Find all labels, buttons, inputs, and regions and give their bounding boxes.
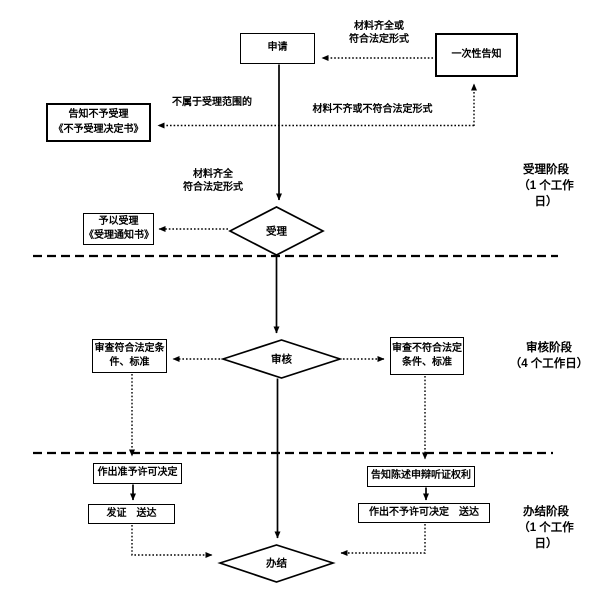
inform-rights-box: 告知陈述申辩听证权利 [367, 466, 475, 487]
accept-diamond-label: 受理 [266, 225, 287, 238]
complete-diamond [217, 544, 336, 583]
stage-label-review: 审核阶段 （4 个工作日） [509, 342, 589, 371]
label-materials-complete-top: 材料齐全或 符合法定形式 [349, 21, 409, 46]
review-diamond-label: 审核 [271, 353, 292, 366]
review-fail-box: 审查不符合法定 条件、标准 [390, 337, 464, 375]
grant-decision-box: 作出准予许可决定 [93, 463, 182, 484]
edge-issue-to-complete [131, 525, 213, 558]
accept-notice-box: 予以受理 《受理通知书》 [83, 213, 154, 245]
label-materials-complete-mid: 材料齐全 符合法定形式 [183, 169, 243, 194]
accept-diamond [228, 206, 325, 256]
apply-box: 申请 [240, 33, 315, 64]
deny-decision-box: 作出不予许可决定 送达 [358, 503, 490, 523]
edge-deny-to-complete [340, 524, 426, 556]
label-materials-incomplete: 材料不齐或不符合法定形式 [312, 104, 433, 115]
review-pass-box: 审查符合法定条 件、标准 [92, 339, 167, 373]
stage-label-complete: 办结阶段 （1 个工作 日） [518, 506, 574, 551]
one-time-notice-box: 一次性告知 [435, 33, 518, 77]
reject-notice-box: 告知不予受理 《不予受理决定书》 [46, 103, 151, 142]
label-not-in-scope: 不属于受理范围的 [172, 97, 252, 108]
stage-label-accept: 受理阶段 （1 个工作 日） [518, 164, 574, 209]
review-diamond [220, 339, 343, 379]
issue-deliver-box: 发证 送达 [88, 504, 175, 524]
complete-diamond-label: 办结 [266, 557, 287, 570]
